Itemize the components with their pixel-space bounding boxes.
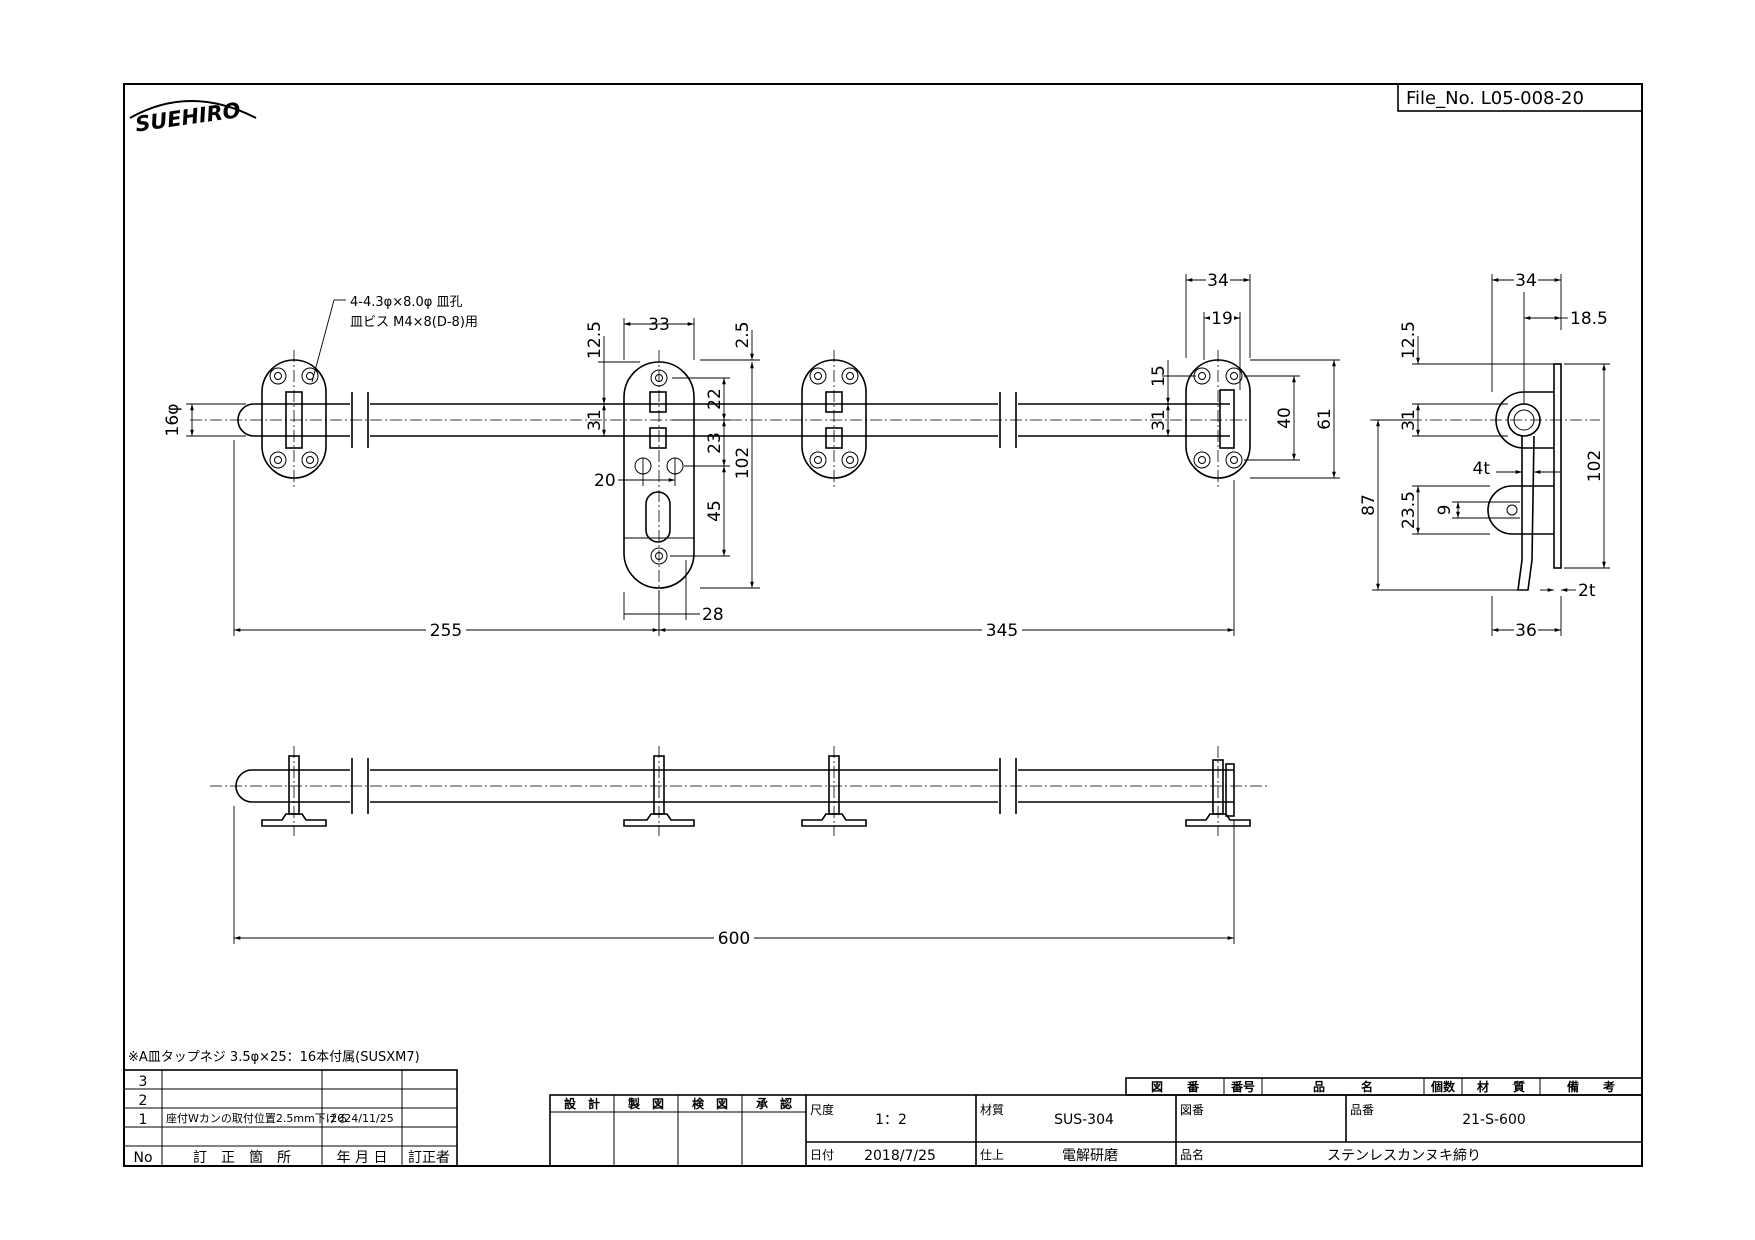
file-number-box: File_No. L05-008-20 (1397, 83, 1643, 112)
dim-40: 40 (1275, 407, 1295, 429)
rev-header-by: 訂正者 (408, 1150, 450, 1166)
dim-345: 345 (986, 621, 1018, 641)
dim-28: 28 (702, 605, 724, 625)
dim-12-5-side: 12.5 (1399, 321, 1419, 359)
dim-18-5: 18.5 (1570, 309, 1608, 329)
parts-header-number: 番号 (1230, 1079, 1255, 1094)
dim-16phi: 16φ (163, 404, 183, 437)
dim-33: 33 (648, 315, 670, 335)
dim-45: 45 (705, 500, 725, 522)
suehiro-logo: SUEHIRO (129, 98, 257, 137)
dim-36: 36 (1515, 621, 1537, 641)
part-no-value: 21-S-600 (1462, 1112, 1526, 1128)
rev-no-3: 3 (139, 1074, 148, 1090)
dim-31-center: 31 (585, 409, 605, 431)
dim-20: 20 (594, 471, 616, 491)
material-value: SUS-304 (1054, 1112, 1114, 1128)
rev-header-date: 年 月 日 (337, 1150, 388, 1166)
hole-note: 4-4.3φ×8.0φ 皿孔 皿ビス M4×8(D-8)用 (311, 295, 478, 383)
drawing-no-label: 図番 (1180, 1103, 1204, 1117)
date-label: 日付 (810, 1148, 834, 1162)
dim-23: 23 (705, 432, 725, 454)
front-dimensions: 16φ 33 12.5 31 2.5 102 22 23 45 (163, 271, 1340, 641)
stamp-draft: 製 図 (627, 1096, 664, 1111)
dim-31-right: 31 (1149, 409, 1169, 431)
dim-255: 255 (430, 621, 462, 641)
scale-label: 尺度 (810, 1102, 834, 1117)
revision-table: 3 2 1 座付Wカンの取付位置2.5mm下げる 2024/11/25 No 訂… (123, 1069, 458, 1167)
parts-header-qty: 個数 (1430, 1079, 1456, 1094)
front-view (190, 350, 1251, 600)
side-view: 34 18.5 12.5 31 4t 87 23.5 9 (1359, 271, 1610, 641)
dim-34-front: 34 (1207, 271, 1229, 291)
parts-header-drawing: 図 番 (1151, 1079, 1200, 1094)
hole-spec: 4-4.3φ×8.0φ 皿孔 (350, 295, 463, 310)
rev-no-2: 2 (139, 1093, 148, 1109)
logo-text: SUEHIRO (134, 98, 242, 137)
bottom-view: 600 (210, 746, 1270, 949)
rev-header-desc: 訂 正 箇 所 (193, 1149, 291, 1166)
part-no-label: 品番 (1350, 1103, 1374, 1117)
rev-date-1: 2024/11/25 (330, 1112, 393, 1125)
dim-19: 19 (1211, 309, 1233, 329)
title-block: 図 番 番号 品 名 個数 材 質 備 考 設 計 製 図 検 図 承 認 尺度… (549, 1077, 1643, 1167)
material-label: 材質 (980, 1102, 1004, 1117)
parts-header-name: 品 名 (1313, 1079, 1373, 1094)
name-label: 品名 (1180, 1147, 1204, 1162)
parts-header-remarks: 備 考 (1567, 1079, 1615, 1094)
date-value: 2018/7/25 (864, 1148, 936, 1164)
rev-header-no: No (133, 1150, 152, 1166)
dim-12-5: 12.5 (585, 321, 605, 359)
accessory-note: ※A皿タップネジ 3.5φ×25：16本付属(SUSXM7) (128, 1050, 420, 1065)
stamp-design: 設 計 (564, 1096, 600, 1111)
file-number: File_No. L05-008-20 (1406, 88, 1584, 109)
dim-34-side: 34 (1515, 271, 1537, 291)
rev-no-1: 1 (139, 1112, 148, 1128)
dim-102-front: 102 (733, 447, 753, 479)
dim-61: 61 (1315, 408, 1335, 430)
stamp-check: 検 図 (692, 1096, 728, 1111)
finish-label: 仕上 (980, 1148, 1004, 1162)
dim-22: 22 (705, 388, 725, 410)
dim-15: 15 (1149, 365, 1169, 387)
dim-23-5: 23.5 (1399, 491, 1419, 529)
dim-102-side: 102 (1585, 450, 1605, 482)
dim-2-5: 2.5 (733, 321, 753, 348)
screw-spec: 皿ビス M4×8(D-8)用 (350, 315, 478, 330)
dim-87: 87 (1359, 494, 1379, 516)
dim-9: 9 (1435, 505, 1455, 516)
dim-2t: 2t (1578, 581, 1596, 601)
drawing-frame (123, 83, 1643, 1167)
finish-value: 電解研磨 (1062, 1148, 1118, 1164)
stamp-approve: 承 認 (756, 1096, 792, 1111)
dim-600: 600 (718, 929, 750, 949)
name-value: ステンレスカンヌキ締り (1327, 1147, 1481, 1164)
parts-header-material: 材 質 (1476, 1079, 1525, 1094)
dim-4t: 4t (1473, 459, 1491, 479)
scale-value: 1：2 (875, 1112, 907, 1128)
rev-desc-1: 座付Wカンの取付位置2.5mm下げる (166, 1111, 348, 1125)
